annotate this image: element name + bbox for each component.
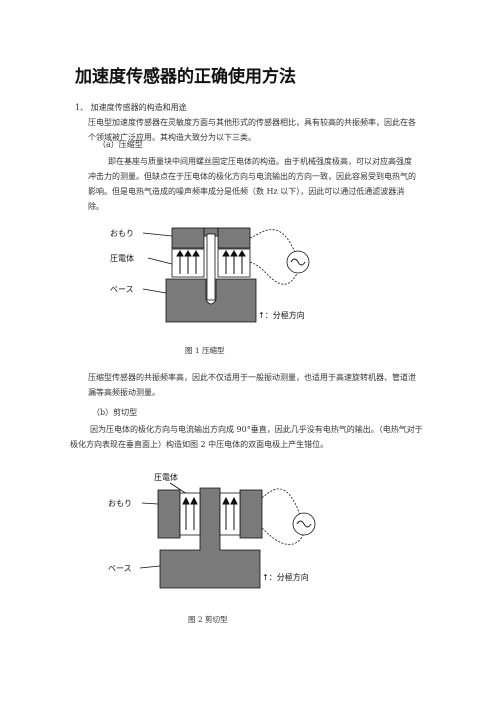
label-mass: おもり [110, 229, 134, 238]
leader-mass-2 [141, 502, 159, 505]
intro-paragraph: 压电型加速度传感器在灵敏度方面与其他形式的传感器相比，具有较高的共振频率，因此在… [88, 118, 416, 142]
polarization-legend-2: ↑：分極方向 [262, 572, 309, 582]
piezo-right-2 [219, 492, 241, 536]
figure-shear-type: 圧電体 おもり ベース ↑：分極方向 [108, 472, 316, 589]
compression-type-after: 压缩型传感器的共振频率高，因此不仅适用于一般振动测量，也适用于高速旋转机器、管道… [88, 373, 416, 397]
compression-type-heading: （a）压缩型 [98, 140, 143, 149]
wire-top-2 [261, 488, 301, 517]
figure2-caption: 图 2 剪切型 [188, 615, 228, 624]
mass-block-right [217, 227, 251, 249]
polarization-legend: ↑：分極方向 [258, 310, 305, 320]
sine-wave-icon [290, 258, 306, 266]
page-title: 加速度传感器的正确使用方法 [75, 67, 296, 87]
center-bolt [206, 233, 216, 301]
label-piezo-2: 圧電体 [154, 472, 178, 482]
shear-type-paragraph: 因为压电体的极化方向与电流输出方向成 90°垂直，因此几乎没有电热气的输出。（电… [70, 425, 423, 449]
mass-block-right-2 [239, 489, 263, 539]
wire-bottom-2 [261, 527, 305, 545]
leader-piezo [147, 257, 173, 265]
base-block [165, 278, 257, 323]
leader-mass [142, 232, 173, 237]
shear-type-heading: （b）剪切型 [92, 408, 138, 417]
section-heading: 1、 加速度传感器的构造和用途 [75, 103, 187, 112]
compression-type-paragraph: 即在基座与质量块中间用螺丝固定压电体的构造。由于机械强度极高，可以对应高强度冲击… [88, 157, 416, 211]
label-piezo: 圧電体 [110, 253, 134, 263]
label-base-2: ベース [108, 564, 132, 573]
sine-wave-icon-2 [296, 520, 312, 528]
piezo-left-2 [179, 492, 201, 536]
wire-top [249, 229, 296, 253]
mass-block-left-2 [157, 489, 181, 539]
label-base: ベース [110, 285, 134, 294]
polarization-arrows-fig2 [182, 496, 238, 530]
label-mass-2: おもり [108, 499, 132, 508]
figure-compression-type: おもり 圧電体 ベース ↑：分極方向 [110, 227, 310, 323]
mass-block-left [171, 227, 205, 249]
figure1-caption: 图 1 压缩型 [185, 346, 225, 355]
leader-base-2 [139, 565, 161, 569]
wire-bottom [249, 261, 299, 285]
polarization-arrows-fig1 [176, 250, 246, 274]
